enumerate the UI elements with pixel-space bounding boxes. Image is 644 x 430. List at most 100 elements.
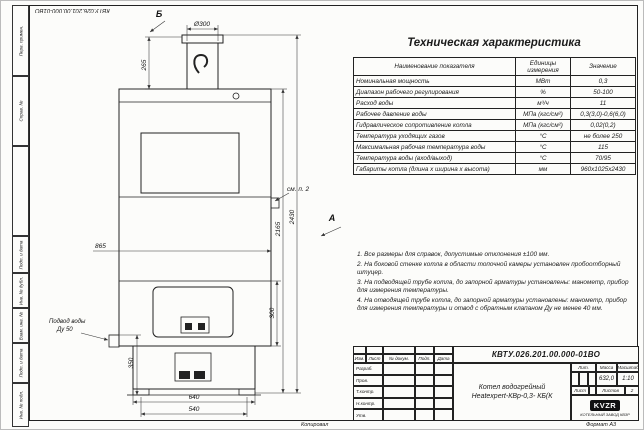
- tb-mass-label: Масса: [596, 363, 617, 372]
- stamp-label: Инв. № подл.: [18, 390, 23, 420]
- tb-lit-cell: [587, 372, 596, 386]
- stamp-inv-podl: Инв. № подл.: [12, 383, 29, 427]
- tb-rev-podp: Подп.: [415, 354, 434, 363]
- stamp-podp-data-1: Подп. и дата: [12, 236, 29, 273]
- tb-cell: [415, 397, 434, 410]
- tb-cell: [366, 346, 383, 354]
- note-4: 4. На отводящей трубе котла, до запорной…: [357, 297, 627, 313]
- stamp-podp-data-2: Подп. и дата: [12, 343, 29, 383]
- tb-cell: [434, 363, 453, 375]
- tb-cell: [383, 374, 415, 387]
- tb-sheets-label: Листов: [596, 386, 625, 395]
- tb-lit-cell: [571, 372, 580, 386]
- tb-cell: [434, 346, 453, 354]
- base: [132, 345, 256, 390]
- spec-title: Техническая характеристика: [407, 37, 581, 49]
- spec-header: Значение: [570, 57, 636, 76]
- tb-cell: [383, 409, 415, 421]
- stamp-label: Перв. примен.: [18, 25, 23, 56]
- tb-doc-number: КВТУ.026.201.00.000-01ВО: [453, 346, 639, 363]
- tb-cell: [434, 374, 453, 387]
- spec-param: Габариты котла (длина х ширина х высота): [353, 163, 516, 175]
- tb-cell: [415, 346, 434, 354]
- dim-540-label: 540: [189, 406, 200, 413]
- spec-value: 115: [570, 141, 636, 153]
- copied-label: Копировал: [301, 422, 329, 428]
- dim-flue-label: Ø300: [193, 21, 210, 28]
- tb-staff-nkontr: Н.контр.: [353, 397, 383, 410]
- tb-rev-data: Дата: [434, 354, 453, 363]
- dim-865-label: 865: [95, 243, 106, 250]
- latch-detail-right: [198, 323, 205, 330]
- sensor-boss: [232, 92, 240, 100]
- tb-lit-cell: [579, 372, 588, 386]
- stamp-label: Подп. и дата: [18, 348, 23, 378]
- foot-left: [132, 388, 150, 396]
- spec-param: Расход воды: [353, 97, 516, 109]
- spec-row: Диапазон рабочего регулирования%50-100: [353, 86, 636, 98]
- tb-rev-list: Лист: [366, 354, 383, 363]
- view-b-label: Б: [156, 9, 163, 19]
- spec-unit: %: [515, 86, 571, 98]
- stamp-perv-primen: Перв. примен.: [12, 5, 29, 76]
- stamp-inv-dubl: Инв. № дубл.: [12, 273, 29, 308]
- spec-row: Габариты котла (длина х ширина х высота)…: [353, 163, 636, 175]
- spec-value: 11: [570, 97, 636, 109]
- title-block: Изм. Лист № докум. Подп. Дата Разраб. Пр…: [353, 346, 639, 421]
- tb-cell: [434, 397, 453, 410]
- tb-mass-value: 632,0: [596, 372, 617, 386]
- spec-param: Рабочее давление воды: [353, 108, 516, 120]
- see-note-leader: [274, 192, 290, 202]
- stamp-blank: [12, 146, 29, 236]
- latch-detail-left: [185, 323, 192, 330]
- stamp-label: Справ. №: [18, 100, 23, 122]
- tb-sheets-count: 2: [625, 386, 639, 395]
- dim-2165-label: 2165: [275, 221, 282, 237]
- tb-cell: [383, 386, 415, 398]
- dim-2430-label: 2430: [289, 209, 296, 225]
- view-b-arrow: [149, 20, 166, 33]
- tb-cell: [383, 397, 415, 410]
- spec-param: Гидравлическое сопротивление котла: [353, 119, 516, 131]
- spec-header: Наименование показателя: [353, 57, 516, 76]
- dim-265-label: 265: [141, 59, 148, 71]
- spec-header: Единицы измерения: [515, 57, 571, 76]
- spec-unit: м³/ч: [515, 97, 571, 109]
- ash-detail-left: [179, 371, 190, 379]
- flue-pipe: [186, 42, 219, 90]
- tb-rev-izm: Изм.: [353, 354, 366, 363]
- water-inlet-pipe: [108, 334, 120, 348]
- door-latch: [180, 316, 210, 334]
- tb-staff-utv: Утв.: [353, 409, 383, 421]
- tb-staff-razrab: Разраб.: [353, 363, 383, 375]
- tb-cell: [415, 409, 434, 421]
- spec-param: Номинальная мощность: [353, 75, 516, 87]
- flue-cap: [181, 34, 224, 44]
- note-3: 3. На подводящей трубе котла, до запорно…: [357, 278, 629, 295]
- spec-unit: °С: [515, 130, 571, 142]
- see-note-label: см. п. 2: [287, 186, 310, 193]
- siphon-tube: [193, 53, 209, 74]
- ash-box: [174, 352, 212, 382]
- water-inlet-label-1: Подвод воды: [49, 319, 86, 325]
- stamp-label: Подп. и дата: [18, 240, 23, 269]
- spec-unit: МПа (кгс/см²): [515, 108, 571, 120]
- ash-detail-right: [194, 371, 205, 379]
- tb-scale-value: 1:10: [617, 372, 639, 386]
- drawing-frame: [29, 5, 638, 421]
- spec-param: Температура воды (вход/выход): [353, 152, 516, 164]
- tb-cell: [434, 409, 453, 421]
- note-1: 1. Все размеры для справок, допустимые о…: [357, 251, 550, 258]
- dim-300-label: 300: [269, 307, 276, 318]
- stamp-vzam-inv: Взам. инв. №: [12, 308, 29, 343]
- spec-param: Максимальная рабочая температура воды: [353, 141, 516, 153]
- product-name-line1: Котел водогрейный: [478, 383, 546, 391]
- tb-cell: [415, 386, 434, 398]
- tb-lit-label: Лит.: [571, 363, 596, 372]
